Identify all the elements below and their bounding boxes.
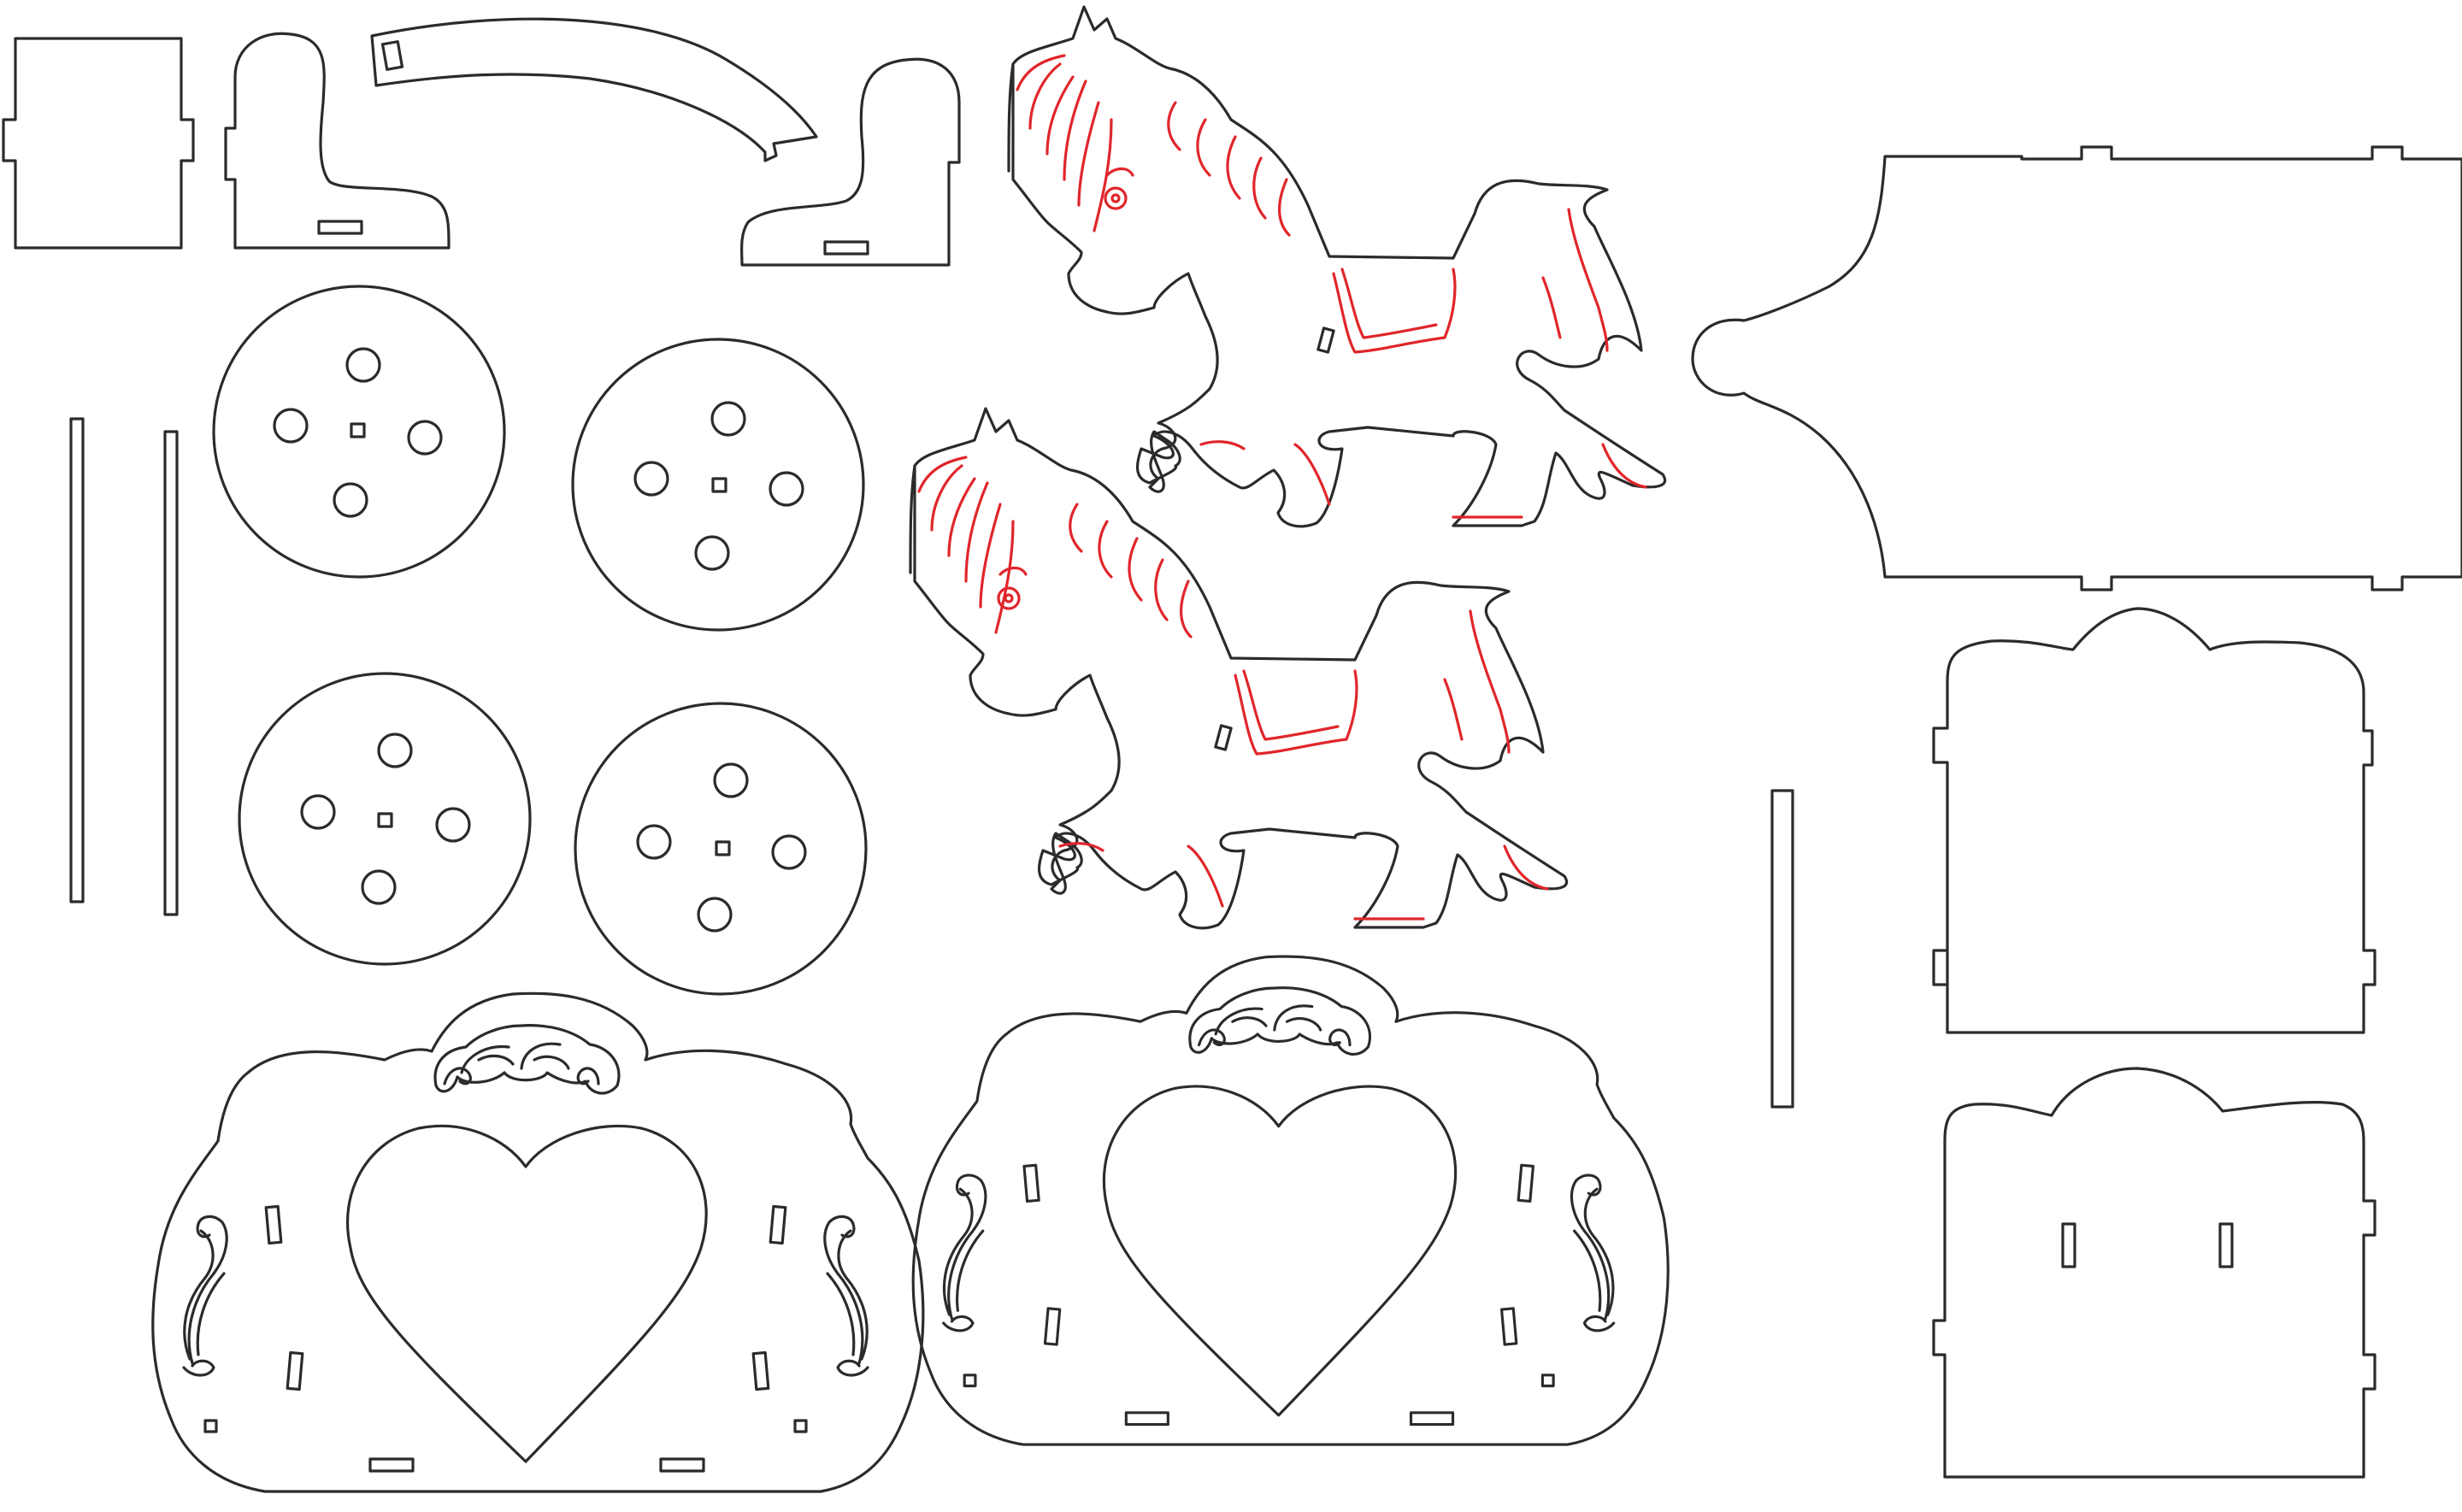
axle-rod-middle xyxy=(163,430,179,916)
wheel-bottom-right xyxy=(574,702,868,996)
horse-bottom xyxy=(909,407,1568,930)
wheel-top-right xyxy=(571,338,865,632)
axle-support-right xyxy=(739,57,961,267)
axle-rod-right xyxy=(1770,789,1794,1109)
axle-support-left xyxy=(224,32,451,250)
wheel-bottom-left xyxy=(238,672,532,966)
axle-rod-left xyxy=(69,417,85,903)
wheel-top-left xyxy=(212,285,506,579)
end-panel-small xyxy=(2,37,195,250)
wagon-floor xyxy=(1691,145,2462,591)
front-panel xyxy=(1932,607,2377,1034)
back-panel xyxy=(1932,1067,2377,1479)
horse-top xyxy=(1007,5,1666,528)
curved-shaft xyxy=(370,17,818,162)
